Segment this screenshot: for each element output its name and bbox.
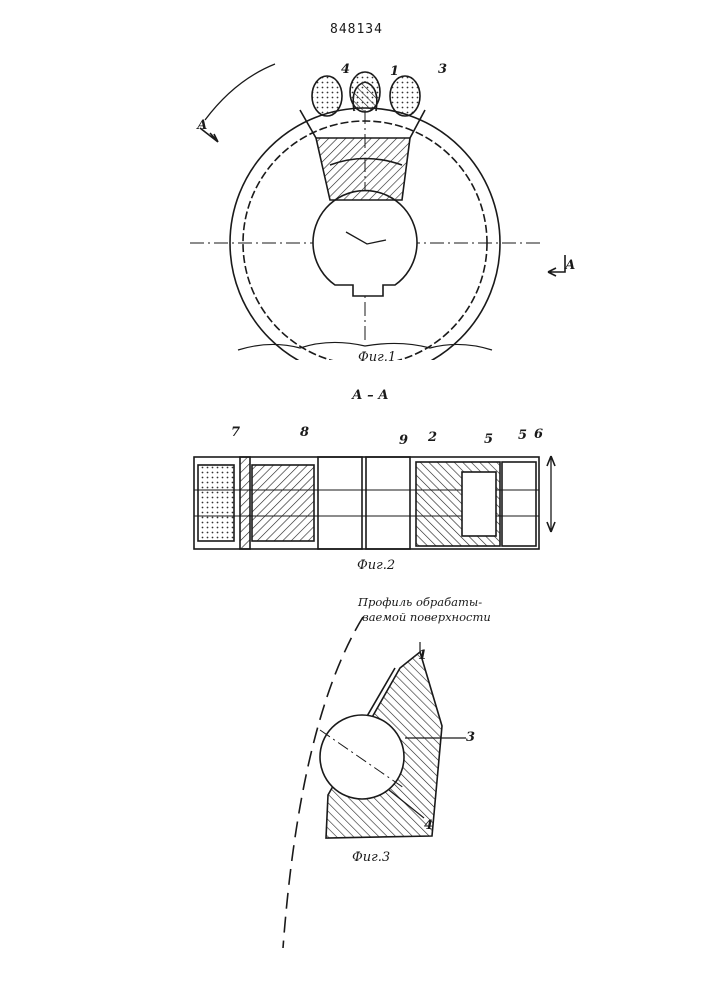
section-arrow-left [200,128,218,142]
cutter-1 [350,72,380,112]
fig2-section-drawing [194,456,555,549]
fig1-cutter-drawing [190,64,565,378]
fig2-cutter-right [502,462,536,546]
insert-wedge [316,138,410,200]
fig2-cutter-left [198,465,234,541]
cutter-4 [312,76,342,116]
rotation-arrow-arc [205,64,275,120]
cutter-3 [390,76,420,116]
section-arrow-right [548,255,565,276]
fig3-detail-drawing [283,617,466,948]
ball-element [320,715,404,799]
